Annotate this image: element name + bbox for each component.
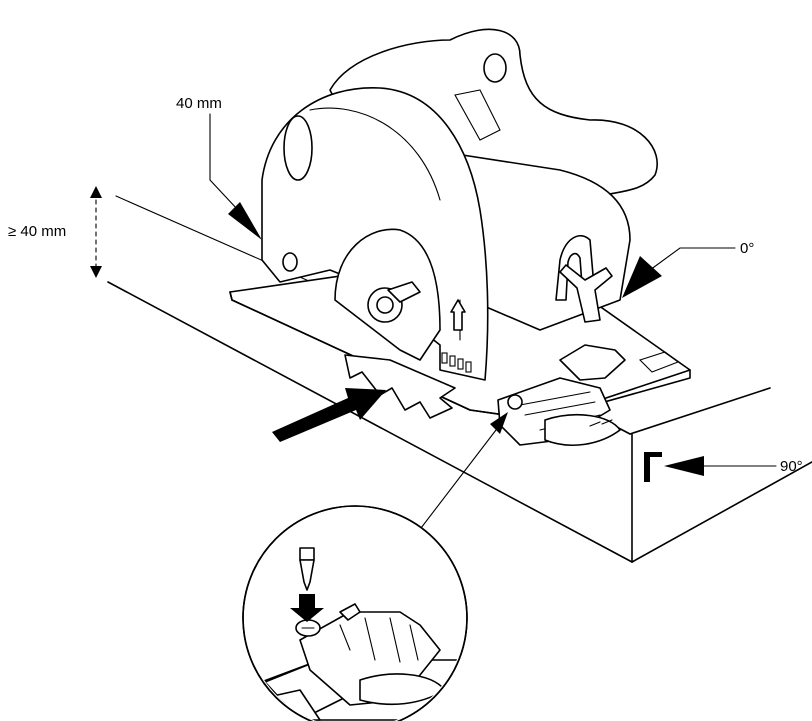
square-angle-label: 90° [780, 458, 803, 475]
blade-depth-label: 40 mm [176, 95, 222, 112]
front-guide [497, 377, 621, 446]
detail-inset [242, 505, 468, 721]
leader-bevel [622, 247, 736, 298]
blade-guard [261, 87, 489, 381]
square-marker [644, 452, 662, 482]
bevel-angle-label: 0° [740, 240, 755, 257]
workpiece-board [107, 195, 812, 564]
thickness-dimension [90, 186, 102, 278]
leader-blade-depth [209, 113, 262, 240]
min-thickness-label: ≥ 40 mm [8, 223, 67, 240]
leader-detail [407, 412, 508, 546]
saw-blade-teeth [344, 354, 456, 419]
leader-square [664, 456, 777, 476]
push-direction-arrow [272, 388, 386, 442]
bevel-adjust-lever [555, 235, 626, 381]
vent-slots [441, 352, 472, 373]
